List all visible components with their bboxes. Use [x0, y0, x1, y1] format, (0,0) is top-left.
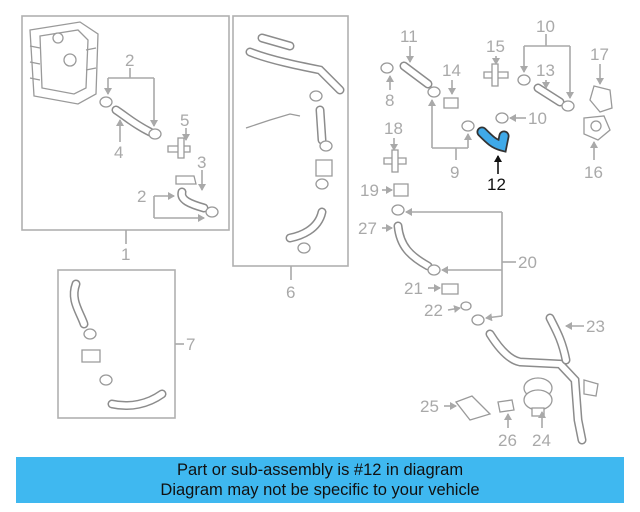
callout-10-lower: 10: [528, 109, 547, 128]
callout-16: 16: [584, 163, 603, 182]
hose-part-4: [111, 105, 155, 137]
callout-2-lower: 2: [137, 187, 146, 206]
callout-27: 27: [358, 219, 377, 238]
sleeve-part-26: [497, 399, 515, 413]
hose-part-27: [391, 204, 441, 276]
callout-3: 3: [197, 153, 206, 172]
hose-assembly-part-6: [245, 33, 345, 254]
callout-17: 17: [590, 45, 609, 64]
tee-part-15: [483, 63, 509, 87]
clamp-part-8: [380, 62, 394, 74]
callout-6: 6: [286, 283, 295, 302]
bracket-part-17: [589, 85, 613, 113]
tee-part-18: [383, 149, 407, 173]
callout-numbers: 1 2 2 3 4 5 6 7 8 9 10 10 11 12 13 14 15…: [114, 17, 609, 450]
callout-15: 15: [486, 37, 505, 56]
callout-2-upper: 2: [125, 51, 134, 70]
hose-assembly-part-7: [69, 279, 167, 411]
callout-1: 1: [121, 245, 130, 264]
callout-25: 25: [420, 397, 439, 416]
callout-14: 14: [442, 61, 461, 80]
tee-part-5: [167, 137, 191, 159]
callout-20: 20: [518, 253, 537, 272]
banner-line-2: Diagram may not be specific to your vehi…: [160, 481, 480, 499]
callout-22: 22: [424, 301, 443, 320]
pump-part-16: [583, 115, 611, 141]
hose-part-13: [517, 74, 575, 112]
bracket-part-25: [454, 395, 492, 421]
clamp-part-22: [460, 301, 485, 326]
callout-26: 26: [498, 431, 517, 450]
valve-part-21: [441, 283, 459, 295]
callout-21: 21: [404, 279, 423, 298]
callout-4: 4: [114, 143, 123, 162]
valve-part-14: [443, 97, 459, 109]
banner-line-1: Part or sub-assembly is #12 in diagram: [176, 461, 464, 479]
info-banner: Part or sub-assembly is #12 in diagram D…: [16, 457, 624, 503]
callout-7: 7: [186, 335, 195, 354]
expansion-tank-part: [29, 21, 99, 105]
clamp-part-9: [461, 120, 475, 132]
callout-13: 13: [536, 61, 555, 80]
callout-5: 5: [180, 111, 189, 130]
hose-part-3: [175, 175, 219, 218]
leader-lines: [104, 34, 604, 428]
cap-part-19: [393, 183, 409, 197]
clamp-part-10: [495, 112, 509, 124]
callout-24: 24: [532, 431, 551, 450]
callout-12: 12: [487, 175, 506, 194]
pump-part-24: [523, 377, 553, 417]
hose-part-11: [399, 61, 441, 98]
hose-part-12-highlighted: [476, 126, 510, 153]
callout-18: 18: [384, 119, 403, 138]
callout-8: 8: [385, 91, 394, 110]
callout-10-upper: 10: [536, 17, 555, 36]
callout-11: 11: [400, 27, 418, 46]
callout-23: 23: [586, 317, 605, 336]
clamp-part-2: [99, 96, 162, 140]
callout-19: 19: [360, 181, 379, 200]
pipe-assembly-part-23: [485, 313, 599, 445]
callout-9: 9: [450, 163, 459, 182]
